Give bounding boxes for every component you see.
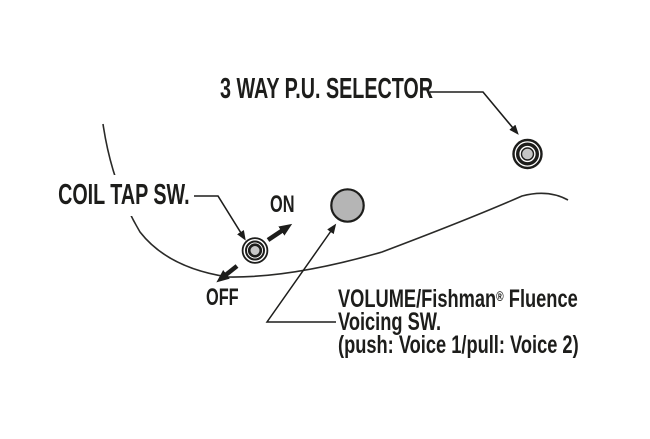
label-off: OFF: [206, 284, 239, 311]
volume-label-line3: (push: Voice 1/pull: Voice 2): [338, 331, 579, 359]
off-direction-arrow: [216, 264, 239, 283]
registered-trademark-symbol: ®: [496, 288, 504, 304]
on-direction-arrow: [266, 223, 293, 242]
volume-label-line1: VOLUME/Fishman® Fluence: [338, 285, 578, 313]
volume-leader-arrow: [265, 223, 337, 323]
pickup-selector-knob: [512, 138, 543, 170]
volume-label-line2: Voicing SW.: [338, 308, 442, 336]
coil-tap-leader-arrow: [194, 195, 246, 241]
volume-knob: [330, 188, 365, 223]
label-volume-voicing-switch: VOLUME/Fishman® Fluence Voicing SW. (pus…: [338, 285, 579, 359]
selector-leader-arrow: [430, 91, 519, 135]
label-3way-pickup-selector: 3 WAY P.U. SELECTOR: [220, 73, 433, 105]
label-coil-tap-switch: COIL TAP SW.: [54, 175, 194, 216]
label-on: ON: [270, 191, 295, 218]
coil-tap-knob: [241, 237, 269, 264]
